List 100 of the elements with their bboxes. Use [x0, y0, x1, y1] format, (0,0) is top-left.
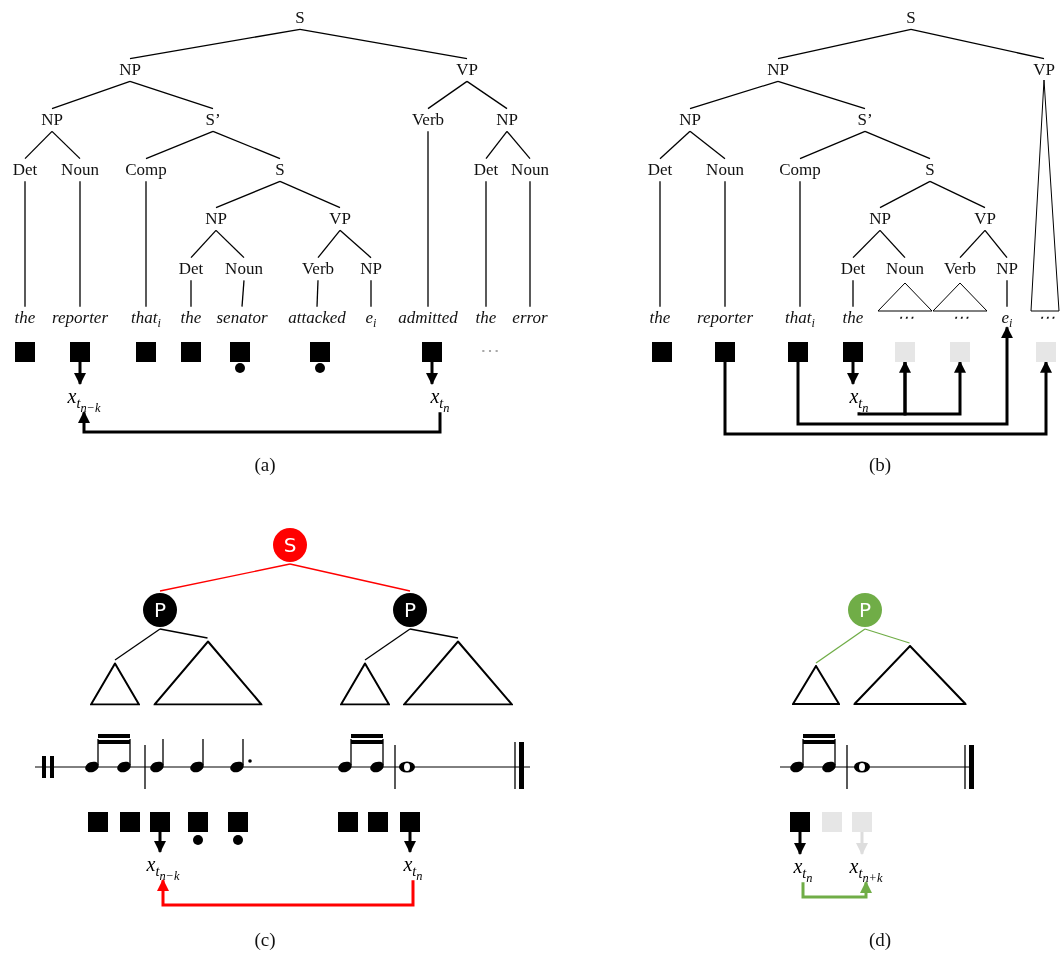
token-square — [228, 812, 248, 832]
panel-label: (d) — [868, 929, 892, 951]
tree-label: Noun — [886, 259, 924, 279]
tree-label: S’ — [857, 110, 873, 130]
tree-line — [506, 130, 531, 160]
token-square — [88, 812, 108, 832]
subtree-triangle — [853, 645, 966, 705]
word-label: error — [512, 308, 548, 328]
tree-label: VP — [456, 60, 478, 80]
token-square — [422, 342, 442, 362]
panel-label: (b) — [868, 454, 892, 476]
tree-line — [316, 279, 319, 308]
token-square — [400, 812, 420, 832]
tree-label: VP — [1033, 60, 1055, 80]
tree-label: S — [275, 160, 285, 180]
tree-label: S — [906, 8, 916, 28]
tree-line — [215, 229, 245, 259]
arrow — [78, 410, 442, 434]
tree-label: NP — [679, 110, 701, 130]
tree-line — [317, 229, 341, 259]
subtree-triangle — [153, 640, 262, 705]
tree-label: Det — [840, 259, 866, 279]
tree-line — [145, 130, 214, 160]
tree-label: NP — [496, 110, 518, 130]
tree-line — [1006, 279, 1008, 308]
subtree-triangle — [792, 665, 840, 705]
tree-label: S’ — [205, 110, 221, 130]
word-label: ⋯ — [896, 308, 914, 328]
subtree-triangle — [403, 640, 513, 705]
tree-line — [815, 628, 866, 664]
tree-line — [659, 180, 661, 308]
tree-line — [910, 28, 1045, 60]
tree-label: Det — [178, 259, 204, 279]
tree-label: Noun — [225, 259, 263, 279]
tree-line — [51, 130, 81, 160]
tree-label: S — [925, 160, 935, 180]
tree-line — [879, 229, 906, 259]
tree-line — [427, 80, 468, 110]
token-square — [1036, 342, 1056, 362]
arrow — [903, 360, 966, 416]
tree-line — [159, 563, 291, 592]
tree-label: NP — [360, 259, 382, 279]
tree-line — [51, 80, 131, 110]
tree-line — [852, 229, 881, 259]
tree-line — [129, 28, 301, 60]
tree-line — [364, 628, 411, 661]
token-square — [715, 342, 735, 362]
tree-label: VP — [329, 209, 351, 229]
token-square — [181, 342, 201, 362]
tree-label: VP — [974, 209, 996, 229]
arrow — [157, 878, 415, 907]
tree-label: NP — [767, 60, 789, 80]
token-square — [70, 342, 90, 362]
tree-line — [427, 130, 429, 308]
tree-line — [241, 279, 245, 308]
tree-line — [724, 180, 726, 308]
word-label: the — [649, 308, 671, 328]
arrow — [856, 832, 868, 856]
token-square — [788, 342, 808, 362]
token-square — [188, 812, 208, 832]
arrow — [796, 326, 1013, 426]
tree-line — [279, 180, 341, 209]
circle-node: P — [143, 593, 177, 627]
tree-line — [339, 229, 372, 259]
token-square — [230, 342, 250, 362]
tree-label: NP — [996, 259, 1018, 279]
tree-label: Verb — [411, 110, 445, 130]
tree-label: Det — [473, 160, 499, 180]
token-square — [790, 812, 810, 832]
tree-label: NP — [869, 209, 891, 229]
ellipsis-label: ⋯ — [480, 338, 500, 362]
token-square — [338, 812, 358, 832]
tree-line — [777, 28, 912, 60]
circle-node: P — [393, 593, 427, 627]
token-square — [950, 342, 970, 362]
word-label: e$_{i}$ — [1001, 308, 1013, 328]
token-square — [843, 342, 863, 362]
tree-line — [777, 80, 866, 110]
token-square — [136, 342, 156, 362]
word-label: that$_{i}$ — [131, 308, 161, 328]
tree-line — [485, 180, 487, 308]
tree-line — [114, 628, 161, 661]
tree-label: NP — [119, 60, 141, 80]
tree-line — [79, 180, 81, 308]
panel-label: (a) — [254, 454, 276, 476]
word-label: the — [14, 308, 36, 328]
token-square — [852, 812, 872, 832]
tree-label: NP — [205, 209, 227, 229]
tree-line — [799, 180, 801, 308]
tree-line — [466, 80, 508, 110]
word-label: reporter — [697, 308, 753, 328]
tree-line — [215, 180, 281, 209]
tree-label: Noun — [511, 160, 549, 180]
tree-label: Comp — [779, 160, 821, 180]
tree-line — [129, 80, 214, 110]
tree-label: Verb — [943, 259, 977, 279]
token-square — [15, 342, 35, 362]
word-label: admitted — [398, 308, 458, 328]
word-label: senator — [216, 308, 268, 328]
tree-line — [864, 628, 911, 644]
